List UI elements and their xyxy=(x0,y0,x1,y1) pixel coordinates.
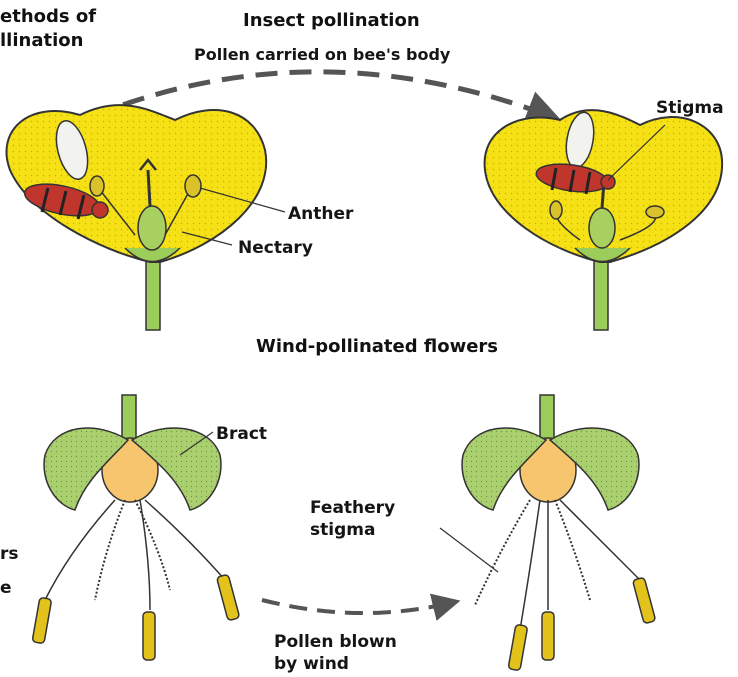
left-anther xyxy=(185,175,201,197)
wind-dashed-arrow xyxy=(262,600,455,613)
corner-title-line2: llination xyxy=(0,30,83,52)
label-cut-left-1: rs xyxy=(0,544,19,565)
label-feathery-line1: Feathery xyxy=(310,498,395,519)
label-stigma: Stigma xyxy=(656,98,724,119)
label-anther: Anther xyxy=(288,204,353,225)
label-bract: Bract xyxy=(216,424,267,445)
right-wind-flower xyxy=(440,395,656,671)
insect-title: Insect pollination xyxy=(243,10,420,32)
left-ovary xyxy=(138,206,166,250)
insect-subtitle: Pollen carried on bee's body xyxy=(194,44,450,65)
corner-title-line1: ethods of xyxy=(0,6,96,28)
label-pollen-line1: Pollen blown xyxy=(274,632,397,653)
left-wind-flower xyxy=(32,395,240,660)
label-pollen-line2: by wind xyxy=(274,654,349,675)
wind-title: Wind-pollinated flowers xyxy=(256,336,498,358)
right-insect-flower xyxy=(485,110,723,330)
label-feathery-line2: stigma xyxy=(310,520,375,541)
label-cut-left-2: e xyxy=(0,578,12,599)
label-nectary: Nectary xyxy=(238,238,313,259)
left-insect-flower xyxy=(6,105,285,330)
